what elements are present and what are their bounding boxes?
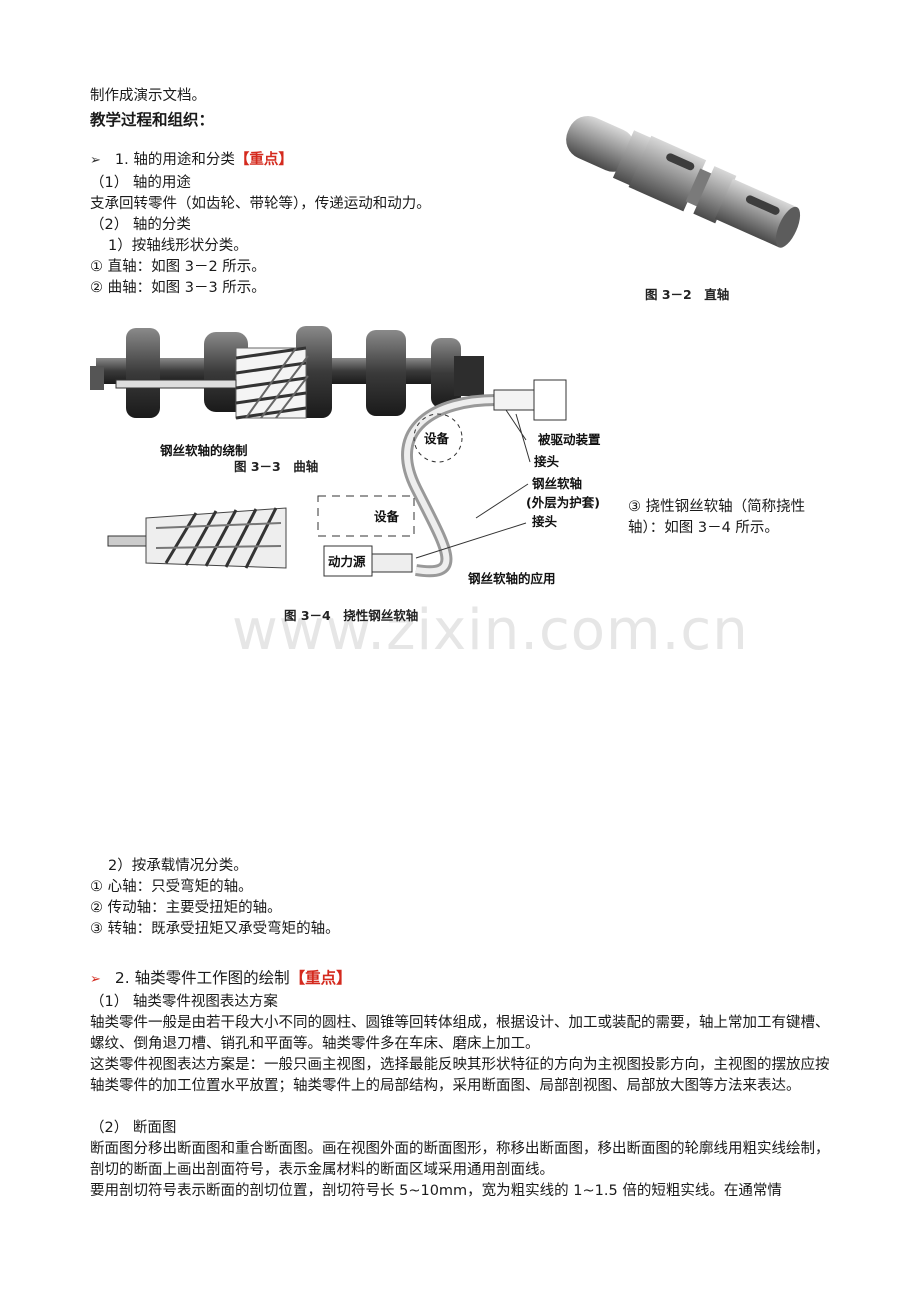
section2-title: 2. 轴类零件工作图的绘制	[114, 969, 290, 987]
key-point-tag: 【重点】	[234, 152, 293, 168]
use-title: （1） 轴的用途	[90, 175, 191, 191]
straight-shaft-item: ① 直轴：如图 3－2 所示。	[90, 259, 266, 275]
wire-winding-top	[115, 346, 309, 420]
power-source-label: 动力源	[328, 554, 366, 569]
rotating-shaft-item: ③ 转轴：既承受扭矩又承受弯矩的轴。	[90, 921, 340, 937]
use-text: 支承回转零件（如齿轮、带轮等），传递运动和动力。	[90, 196, 431, 212]
paragraph-cutting-symbol: 要用剖切符号表示断面的剖切位置，剖切符号长 5~10mm，宽为粗实线的 1~1.…	[90, 1183, 782, 1199]
paragraph-view-scheme: 这类零件视图表达方案是：一般只画主视图，选择最能反映其形状特征的方向为主视图投影…	[90, 1057, 830, 1094]
intro-line: 制作成演示文档。	[90, 88, 206, 104]
equipment-label-top: 设备	[424, 431, 450, 446]
watermark: www.zixin.com.cn	[232, 598, 749, 663]
spindle-item: ① 心轴：只受弯矩的轴。	[90, 879, 253, 895]
flexible-shaft-diagram: 设备 被驱动装置 接头 钢丝软轴 (外层为护套) 接头 设备 动力源 钢丝软轴的…	[317, 379, 601, 586]
transmission-shaft-item: ② 传动轴：主要受扭矩的轴。	[90, 900, 282, 916]
winding-label: 钢丝软轴的绕制	[160, 443, 248, 458]
by-load-heading: 2）按承载情况分类。	[108, 858, 248, 874]
joint-label-top: 接头	[534, 454, 560, 469]
cable-label: 钢丝软轴	[532, 476, 582, 491]
figure-3-2-caption: 图 3－2 直轴	[645, 287, 729, 302]
figure-straight-shaft: 图 3－2 直轴	[566, 115, 801, 302]
section1-title: 1. 轴的用途和分类	[114, 152, 235, 168]
driven-device-label: 被驱动装置	[538, 432, 601, 447]
section2-title-line: ➢ 2. 轴类零件工作图的绘制【重点】	[90, 968, 352, 990]
class-title: （2） 轴的分类	[90, 217, 191, 233]
key-point-tag: 【重点】	[289, 969, 352, 987]
application-label: 钢丝软轴的应用	[468, 571, 556, 586]
section-view-title: （2） 断面图	[90, 1120, 177, 1136]
figure-3-4-caption: 图 3－4 挠性钢丝软轴	[284, 608, 418, 623]
section-heading: 教学过程和组织：	[90, 111, 215, 129]
flexible-shaft-item: ③ 挠性钢丝软轴（简称挠性轴）：如图 3－4 所示。	[628, 499, 806, 536]
paragraph-section-types: 断面图分移出断面图和重合断面图。画在视图外面的断面图形，称移出断面图，移出断面图…	[90, 1141, 830, 1178]
sheath-label: (外层为护套)	[526, 495, 600, 510]
figure-3-3-caption: 图 3－3 曲轴	[234, 459, 318, 474]
equipment-box-label: 设备	[374, 509, 400, 524]
straight-shaft-illustration	[566, 115, 801, 248]
joint-label-bottom: 接头	[532, 514, 558, 529]
crankshaft-item: ② 曲轴：如图 3－3 所示。	[90, 280, 266, 296]
bullet-arrow-icon: ➢	[90, 153, 101, 168]
by-shape-heading: 1）按轴线形状分类。	[108, 238, 248, 254]
paragraph-shaft-structure: 轴类零件一般是由若干段大小不同的圆柱、圆锥等回转体组成，根据设计、加工或装配的需…	[90, 1015, 830, 1052]
bullet-arrow-icon: ➢	[90, 972, 101, 987]
views-title: （1） 轴类零件视图表达方案	[90, 994, 278, 1010]
section1-title-line: ➢ 1. 轴的用途和分类【重点】	[90, 150, 293, 171]
wire-winding-bottom	[107, 507, 287, 569]
figure-crankshaft-and-flexible-shaft: 钢丝软轴的绕制 图 3－3 曲轴 设备 被驱动装置 接头 钢丝软轴 (外层为护套…	[90, 326, 601, 623]
